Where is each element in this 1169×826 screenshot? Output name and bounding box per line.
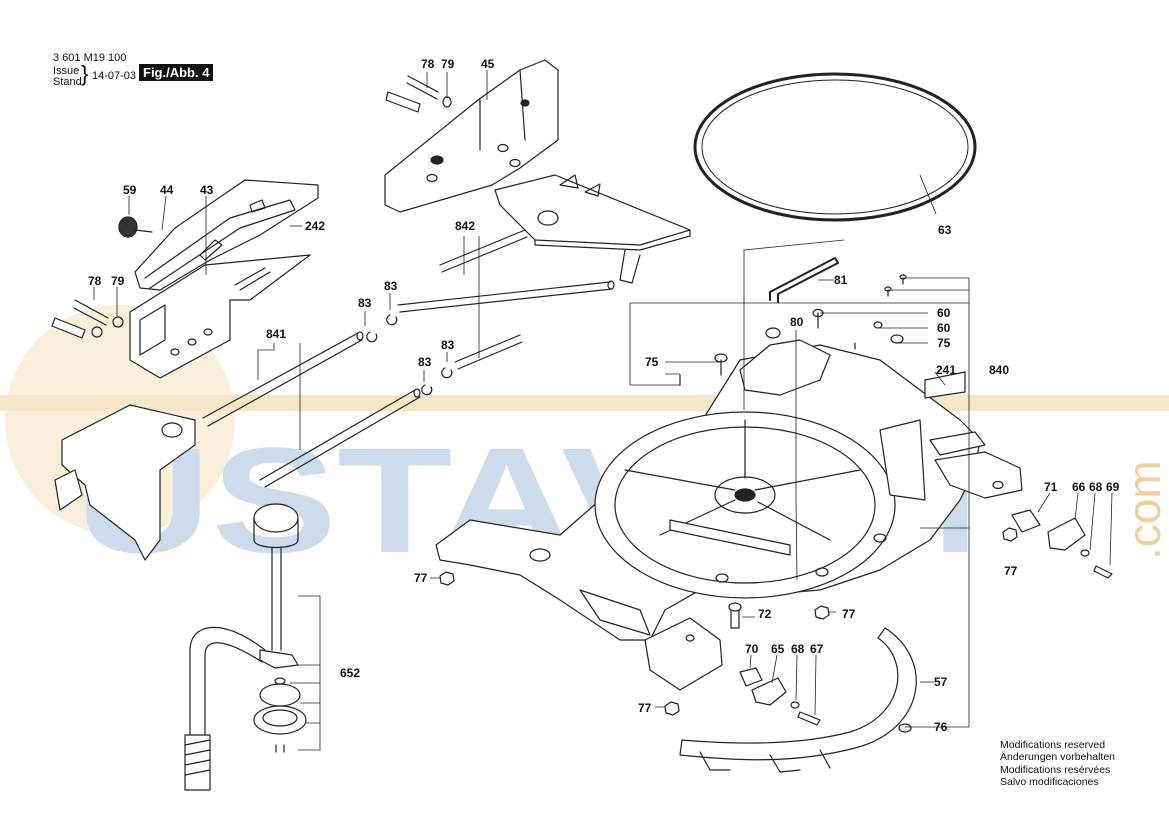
callout-83-d: 83: [418, 355, 432, 369]
callout-69: 69: [1106, 480, 1120, 494]
callout-59: 59: [123, 183, 137, 197]
modification-notes: Modifications reserved Änderungen vorbeh…: [1000, 739, 1115, 788]
callout-71: 71: [1044, 480, 1058, 494]
fence-45: [384, 59, 691, 284]
belt-63: [693, 72, 977, 222]
callout-77-bottom: 77: [638, 701, 652, 715]
callout-840: 840: [989, 363, 1009, 377]
callout-80: 80: [790, 315, 804, 329]
callout-68-right: 68: [1089, 480, 1103, 494]
plate-80: [739, 327, 831, 396]
callout-81: 81: [834, 273, 848, 287]
leader-lines: [93, 70, 1113, 751]
callout-66: 66: [1072, 480, 1086, 494]
callout-78-top: 78: [421, 57, 435, 71]
callout-43: 43: [200, 183, 214, 197]
callout-841: 841: [266, 327, 286, 341]
doc-number: 3 601 M19 100: [53, 52, 127, 64]
callout-labels: 78 79 45 59 44 43 242 842 63 78 79 83 83…: [88, 57, 1120, 734]
callout-241: 241: [936, 363, 956, 377]
callout-60-a: 60: [937, 306, 951, 320]
rods: [202, 229, 615, 488]
callout-65: 65: [771, 642, 785, 656]
knob-59: [118, 216, 153, 238]
screw-78-top: [385, 75, 452, 113]
callout-77-mid: 77: [842, 607, 856, 621]
stand-label: Stand: [53, 76, 82, 88]
note-fr: Modifications resérvées: [1000, 763, 1111, 776]
callout-72: 72: [758, 607, 772, 621]
arc-segment-57: [679, 627, 917, 773]
callout-79-top: 79: [441, 57, 455, 71]
watermark-suffix: .com: [1118, 460, 1169, 560]
note-de: Änderungen vorbehalten: [1000, 751, 1116, 764]
clamp-652: [184, 503, 307, 791]
callout-83-c: 83: [441, 338, 455, 352]
callout-63: 63: [938, 223, 952, 237]
callout-842: 842: [455, 219, 475, 233]
callout-76: 76: [934, 720, 948, 734]
callout-77-right: 77: [1004, 564, 1018, 578]
issue-label: Issue: [53, 65, 80, 77]
callout-79-left: 79: [111, 274, 125, 288]
brace: }: [81, 61, 89, 86]
callout-45: 45: [481, 57, 495, 71]
callout-78-left: 78: [88, 274, 102, 288]
note-es: Salvo modificaciones: [1000, 775, 1099, 788]
hex-key-81: [769, 257, 839, 303]
callout-60-b: 60: [937, 321, 951, 335]
callout-67: 67: [810, 642, 824, 656]
fence-44: [134, 179, 319, 291]
fence-43: [129, 254, 311, 379]
bolt-72: [728, 602, 742, 629]
issue-date: 14-07-03: [92, 70, 137, 82]
callout-242: 242: [305, 219, 325, 233]
note-en: Modifications reserved: [1000, 739, 1106, 751]
clips-83: [366, 314, 453, 396]
callout-68-lower: 68: [791, 642, 805, 656]
callout-83-a: 83: [358, 296, 372, 310]
callout-652: 652: [340, 666, 360, 680]
callout-75-a: 75: [937, 336, 951, 350]
figure-label: Fig./Abb. 4: [139, 64, 214, 81]
lock-right: [1011, 509, 1113, 579]
callout-77-left: 77: [414, 571, 428, 585]
callout-75-b: 75: [645, 355, 659, 369]
screw-78-left: [51, 299, 124, 339]
nuts-77: [439, 527, 1018, 716]
callout-44: 44: [160, 183, 174, 197]
turntable-base: [435, 344, 1023, 691]
callout-83-b: 83: [384, 279, 398, 293]
callout-57: 57: [934, 675, 948, 689]
lock-lower: [739, 667, 821, 726]
support-841: [54, 404, 196, 561]
callout-70: 70: [745, 642, 759, 656]
